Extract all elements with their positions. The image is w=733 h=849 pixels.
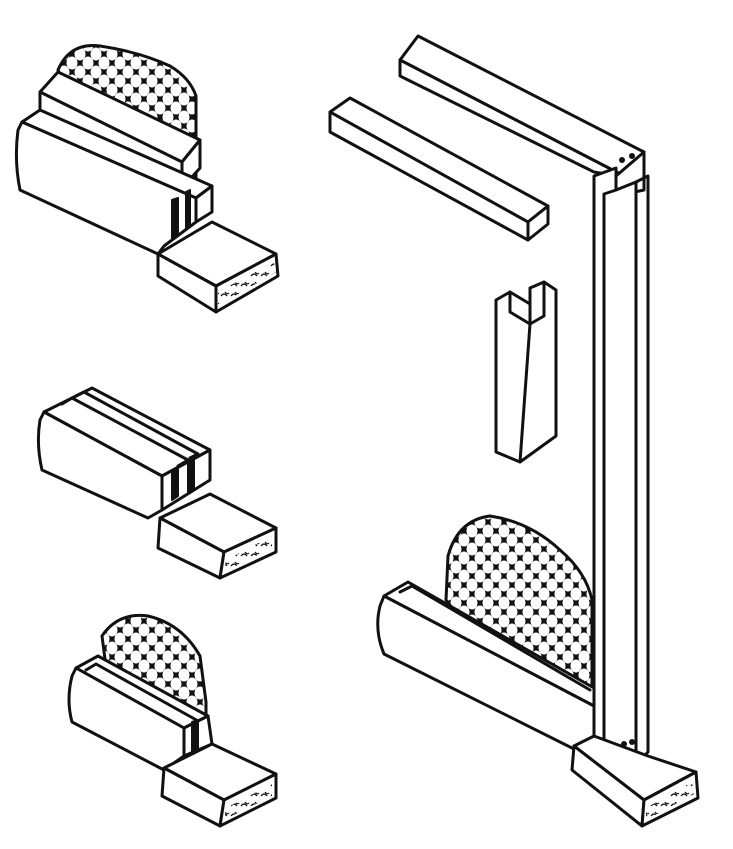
sill-with-single-groove-and-mesh	[67, 613, 278, 828]
mesh-panel	[444, 514, 594, 707]
sill-with-double-groove	[36, 386, 278, 580]
frame-sill-front	[376, 594, 596, 754]
sill-with-double-groove-and-mesh	[14, 44, 280, 314]
frame-assembly-with-mesh	[376, 34, 700, 828]
frame-post	[592, 166, 638, 778]
loose-top-rail	[328, 96, 550, 242]
loose-slotted-post	[494, 280, 558, 464]
